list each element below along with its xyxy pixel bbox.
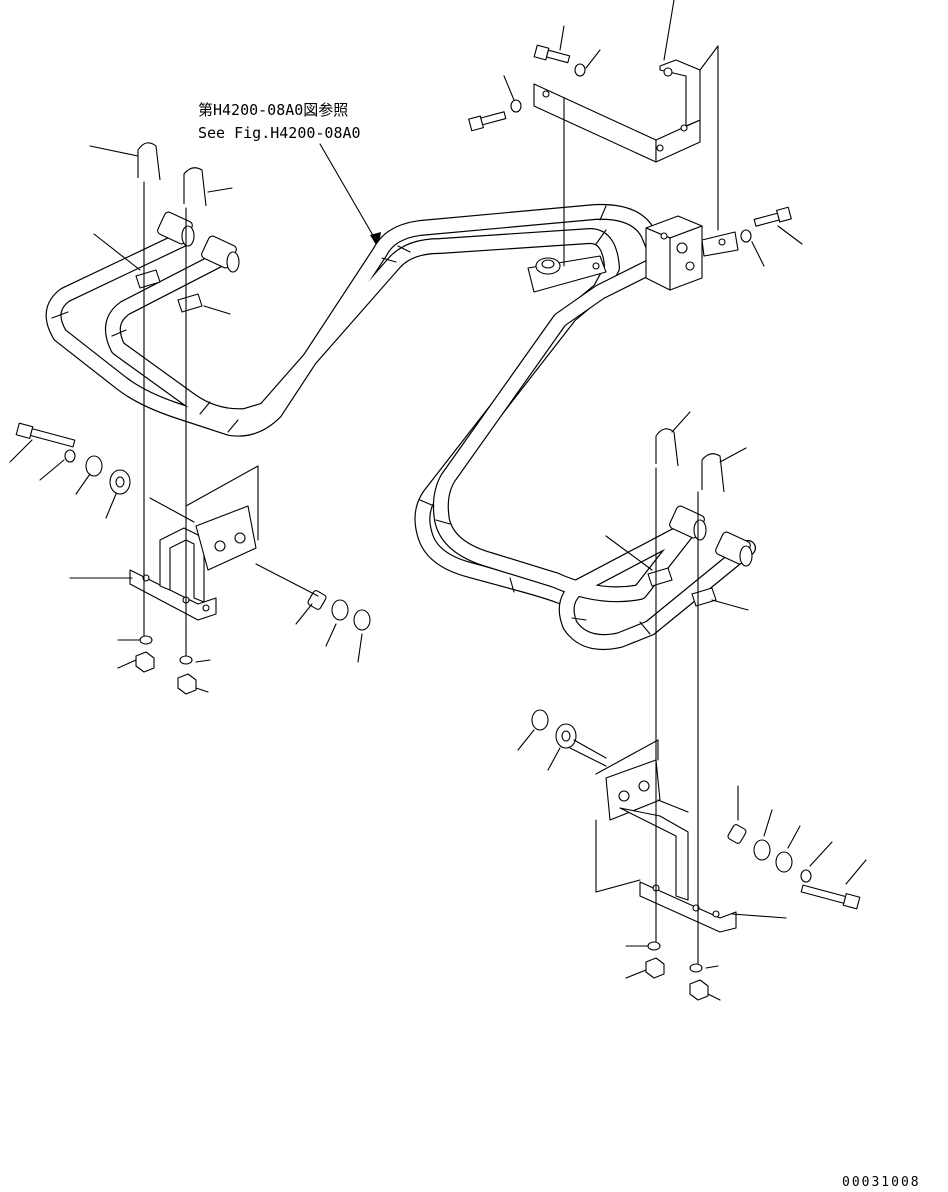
nut	[135, 651, 709, 1001]
right-bracket	[605, 759, 737, 933]
u-bolt	[137, 142, 725, 493]
washer	[64, 63, 812, 973]
pipe-fitting-left-upper	[157, 211, 195, 247]
center-lines	[143, 45, 719, 965]
bolt	[15, 44, 861, 910]
pipe-fitting-right-upper	[669, 505, 707, 541]
collar	[109, 469, 747, 844]
reference-note-jp: 第H4200-08A0図参照	[198, 101, 348, 119]
pipe-fitting-left-lower	[201, 235, 240, 273]
middle-clamp	[527, 255, 607, 293]
leader-lines	[9, 0, 867, 1001]
reference-leader-arrow	[319, 143, 381, 248]
drawing-code: 00031008	[842, 1175, 921, 1190]
upper-bracket	[533, 59, 701, 163]
pipe-fitting-right-lower	[715, 531, 753, 567]
left-bracket	[129, 505, 257, 621]
reference-note-en: See Fig.H4200-08A0	[198, 124, 361, 142]
junction-block	[645, 215, 739, 291]
tube-assembly	[45, 203, 756, 651]
